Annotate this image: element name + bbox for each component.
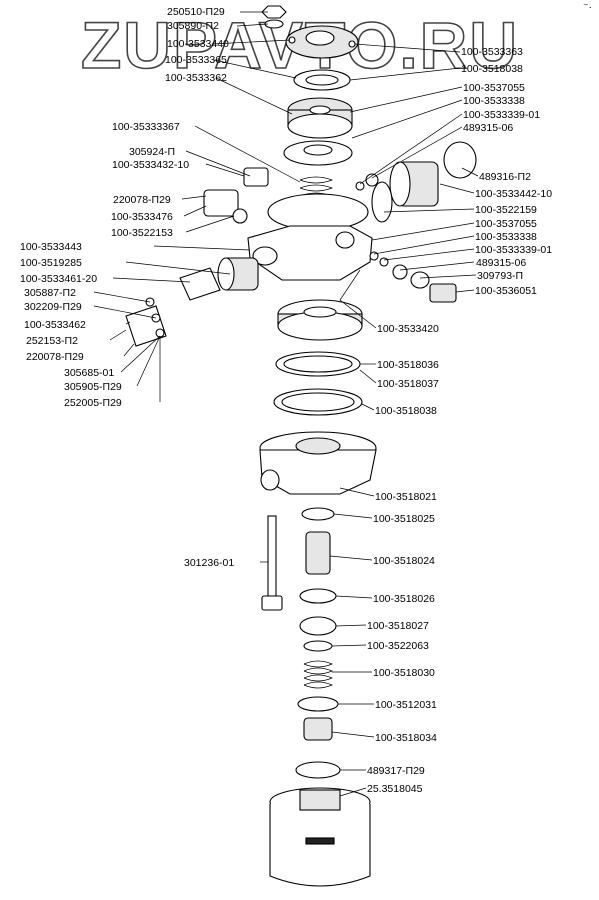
left-cartridge <box>125 257 259 347</box>
label-250510-p29: 250510-П29 <box>167 6 225 18</box>
part-labels: 250510-П29 305890-П2 100-3533440 100-353… <box>20 6 552 795</box>
label-25-3518045: 25.3518045 <box>367 783 423 795</box>
label-100-3518036: 100-3518036 <box>377 359 439 371</box>
upper-spring <box>299 176 333 208</box>
label-489315-06-top: 489315-06 <box>463 122 513 134</box>
label-100-3533338-lower: 100-3533338 <box>475 231 537 243</box>
label-305890-p2: 305890-П2 <box>167 20 219 32</box>
label-309793-p: 309793-П <box>477 270 523 282</box>
label-100-3518021: 100-3518021 <box>375 491 437 503</box>
label-305905-p29: 305905-П29 <box>64 381 122 393</box>
label-489317-p29: 489317-П29 <box>367 765 425 777</box>
silencer-body <box>269 787 371 887</box>
valve-stack <box>295 507 341 779</box>
label-100-3518026: 100-3518026 <box>373 593 435 605</box>
label-100-3518034: 100-3518034 <box>375 732 437 744</box>
top-seal-ring <box>293 69 351 91</box>
leader-lines <box>93 11 479 797</box>
label-100-3533362: 100-3533362 <box>165 72 227 84</box>
upper-piston <box>287 97 353 139</box>
label-100-3533476: 100-3533476 <box>111 211 173 223</box>
label-100-3519285: 100-3519285 <box>20 257 82 269</box>
label-220078-p29-lower: 220078-П29 <box>26 351 84 363</box>
label-100-3533462: 100-3533462 <box>24 319 86 331</box>
long-bolt <box>261 515 283 611</box>
label-100-3533443: 100-3533443 <box>20 241 82 253</box>
large-piston <box>277 299 363 341</box>
lower-housing <box>259 431 377 495</box>
diaphragm-ring <box>283 140 353 166</box>
label-100-3518025: 100-3518025 <box>373 513 435 525</box>
ring-3518038-inner <box>281 392 355 412</box>
label-100-3518038: 100-3518038 <box>375 405 437 417</box>
corner-mark: ⁻· <box>583 1 592 13</box>
label-220078-p29-upper: 220078-П29 <box>113 194 171 206</box>
label-100-3537055-top: 100-3537055 <box>463 82 525 94</box>
label-100-3533440: 100-3533440 <box>167 38 229 50</box>
label-100-3533338-top: 100-3533338 <box>463 95 525 107</box>
label-489315-06-lower: 489315-06 <box>476 257 526 269</box>
right-cylinder <box>355 141 477 223</box>
label-305924-p: 305924-П <box>129 146 175 158</box>
upper-housing <box>247 193 373 281</box>
label-100-3533420: 100-3533420 <box>377 323 439 335</box>
label-100-3533363: 100-3533363 <box>461 46 523 58</box>
label-100-3536051: 100-3536051 <box>475 285 537 297</box>
label-100-35333367: 100-35333367 <box>112 121 180 133</box>
label-100-3518037: 100-3518037 <box>377 378 439 390</box>
label-100-3537055-lower: 100-3537055 <box>475 218 537 230</box>
upper-left-fitting <box>203 167 269 224</box>
label-100-3512031: 100-3512031 <box>375 699 437 711</box>
right-plug-parts <box>369 251 457 303</box>
label-305887-p2: 305887-П2 <box>24 287 76 299</box>
label-100-3533432-10: 100-3533432-10 <box>112 159 189 171</box>
label-100-3522063: 100-3522063 <box>367 640 429 652</box>
label-100-3533442-10: 100-3533442-10 <box>475 188 552 200</box>
label-489316-p2: 489316-П2 <box>479 171 531 183</box>
label-100-3522153: 100-3522153 <box>111 227 173 239</box>
label-100-3518024: 100-3518024 <box>373 555 435 567</box>
label-100-3518030: 100-3518030 <box>373 667 435 679</box>
label-302209-p29: 302209-П29 <box>24 301 82 313</box>
label-100-3518038-top: 100-3518038 <box>461 63 523 75</box>
label-100-3533339-01-top: 100-3533339-01 <box>463 109 540 121</box>
label-100-3533339-01-lower: 100-3533339-01 <box>475 244 552 256</box>
parts-drawing <box>125 5 477 887</box>
label-100-3533365: 100-3533365 <box>165 54 227 66</box>
label-305685-01: 305685-01 <box>64 367 114 379</box>
label-252005-p29: 252005-П29 <box>64 397 122 409</box>
label-252153-p2: 252153-П2 <box>26 335 78 347</box>
label-100-3533461-20: 100-3533461-20 <box>20 273 97 285</box>
ring-3518036-inner <box>283 355 353 373</box>
label-301236-01: 301236-01 <box>184 557 234 569</box>
label-100-3522159: 100-3522159 <box>475 204 537 216</box>
top-cover <box>285 25 359 59</box>
label-100-3518027: 100-3518027 <box>367 620 429 632</box>
